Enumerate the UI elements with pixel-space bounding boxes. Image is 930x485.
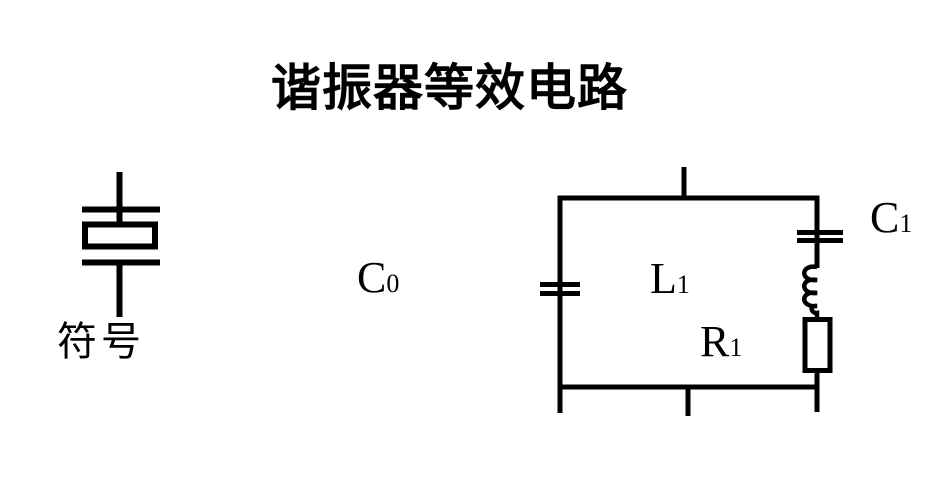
label-l1: L1 (650, 257, 690, 307)
label-c1-subscript: 1 (899, 209, 913, 238)
label-c0-subscript: 0 (386, 269, 400, 298)
label-c0: C0 (357, 256, 399, 306)
equivalent-circuit (540, 167, 843, 416)
main-loop-wire (557, 195, 820, 413)
label-l1-subscript: 1 (676, 270, 690, 299)
crystal-body (82, 221, 158, 250)
label-r1-subscript: 1 (729, 333, 743, 362)
crystal-symbol (82, 172, 160, 317)
symbol-caption: 符号 (57, 319, 145, 364)
label-c0-base: C (357, 253, 387, 302)
label-r1-base: R (700, 317, 730, 366)
resistor-r1-body (802, 317, 833, 373)
inductor-l1-coil (802, 264, 820, 322)
label-c1: C1 (870, 196, 912, 246)
label-l1-base: L (650, 254, 677, 303)
label-c1-base: C (870, 193, 900, 242)
figure-title: 谐振器等效电路 (271, 60, 628, 116)
label-r1: R1 (700, 320, 742, 370)
